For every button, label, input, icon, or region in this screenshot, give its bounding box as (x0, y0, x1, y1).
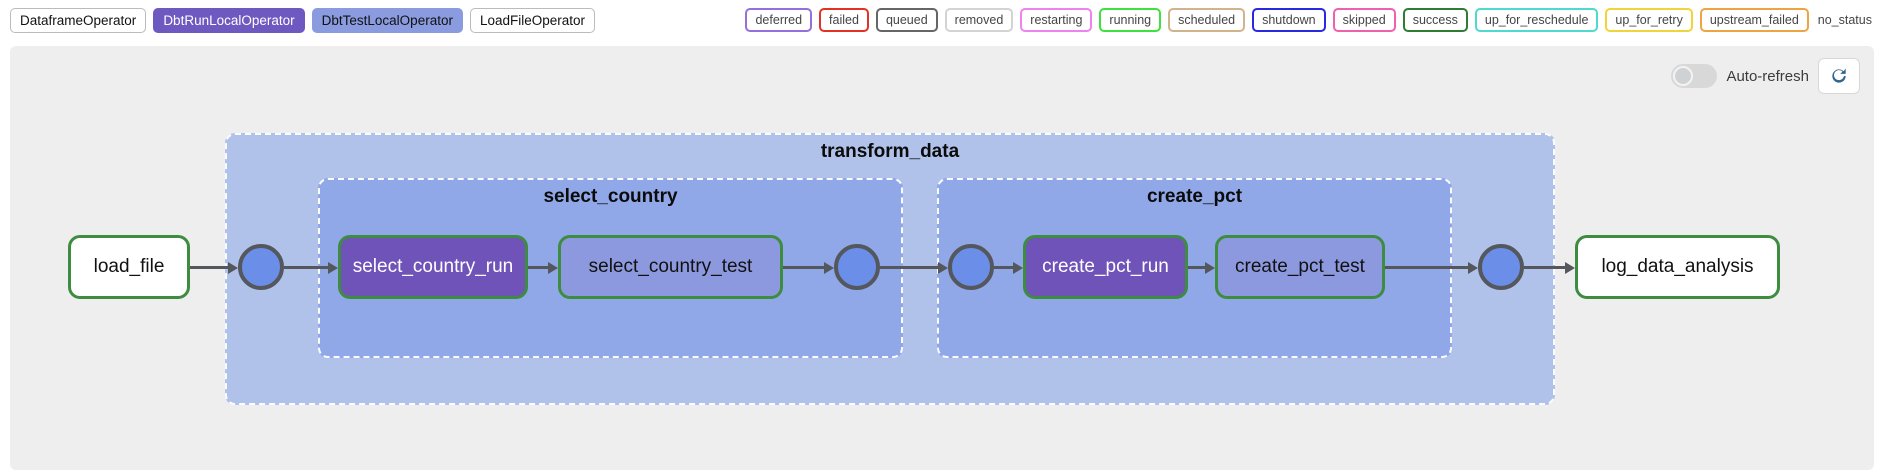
status-chip-up_for_retry[interactable]: up_for_retry (1605, 8, 1693, 32)
status-chip-queued[interactable]: queued (875, 8, 938, 32)
join-node-select-country-downstream[interactable] (834, 244, 880, 290)
status-chip-no_status: no_status (1817, 13, 1872, 27)
edge (783, 261, 834, 274)
edge (1385, 261, 1478, 274)
auto-refresh-toggle[interactable] (1671, 64, 1718, 88)
status-chip-up_for_reschedule[interactable]: up_for_reschedule (1474, 8, 1599, 32)
status-chip-removed[interactable]: removed (944, 8, 1014, 32)
status-chip-upstream_failed[interactable]: upstream_failed (1699, 8, 1809, 32)
auto-refresh-label: Auto-refresh (1726, 67, 1809, 85)
task-node-select-country-run[interactable]: select_country_run (338, 235, 528, 299)
operator-chip-loadfileoperator[interactable]: LoadFileOperator (469, 7, 596, 33)
task-node-create-pct-test[interactable]: create_pct_test (1215, 235, 1385, 299)
status-chip-shutdown[interactable]: shutdown (1252, 8, 1326, 32)
edge (190, 261, 238, 274)
task-node-load-file[interactable]: load_file (68, 235, 190, 299)
task-node-label: select_country_test (588, 256, 753, 277)
status-chip-failed[interactable]: failed (819, 8, 869, 32)
refresh-button[interactable] (1818, 58, 1860, 94)
operator-chip-dbttestlocaloperator[interactable]: DbtTestLocalOperator (311, 7, 463, 33)
refresh-area: Auto-refresh (1671, 58, 1860, 94)
status-chip-restarting[interactable]: restarting (1020, 8, 1093, 32)
task-node-log-data-analysis[interactable]: log_data_analysis (1575, 235, 1780, 299)
status-chip-deferred[interactable]: deferred (745, 8, 813, 32)
edge (880, 261, 948, 274)
operator-chip-dbtrunlocaloperator[interactable]: DbtRunLocalOperator (153, 7, 305, 33)
graph-panel: Auto-refresh transform_data select_count… (10, 46, 1874, 470)
task-group-label: transform_data (820, 141, 960, 162)
operator-chip-dataframeoperator[interactable]: DataframeOperator (10, 7, 147, 33)
task-node-label: load_file (93, 256, 165, 277)
status-chip-success[interactable]: success (1402, 8, 1468, 32)
task-node-label: log_data_analysis (1601, 256, 1754, 277)
edge (994, 261, 1023, 274)
edge (528, 261, 558, 274)
status-chip-skipped[interactable]: skipped (1332, 8, 1396, 32)
task-group-label: create_pct (1146, 186, 1243, 207)
toggle-knob (1673, 66, 1694, 86)
task-group-label: select_country (543, 186, 678, 207)
join-node-transform-data-upstream[interactable] (238, 244, 284, 290)
task-node-label: create_pct_run (1042, 256, 1169, 277)
task-node-create-pct-run[interactable]: create_pct_run (1023, 235, 1188, 299)
task-node-label: create_pct_test (1235, 256, 1365, 277)
status-chip-running[interactable]: running (1099, 8, 1162, 32)
task-node-select-country-test[interactable]: select_country_test (558, 235, 783, 299)
dag-graph: transform_data select_country create_pct… (10, 46, 1874, 470)
edge (284, 261, 338, 274)
edge (1524, 261, 1575, 274)
join-node-create-pct-upstream[interactable] (948, 244, 994, 290)
edge (1188, 261, 1215, 274)
refresh-icon (1829, 66, 1849, 86)
status-chip-scheduled[interactable]: scheduled (1168, 8, 1246, 32)
join-node-transform-data-downstream[interactable] (1478, 244, 1524, 290)
task-node-label: select_country_run (352, 256, 514, 277)
